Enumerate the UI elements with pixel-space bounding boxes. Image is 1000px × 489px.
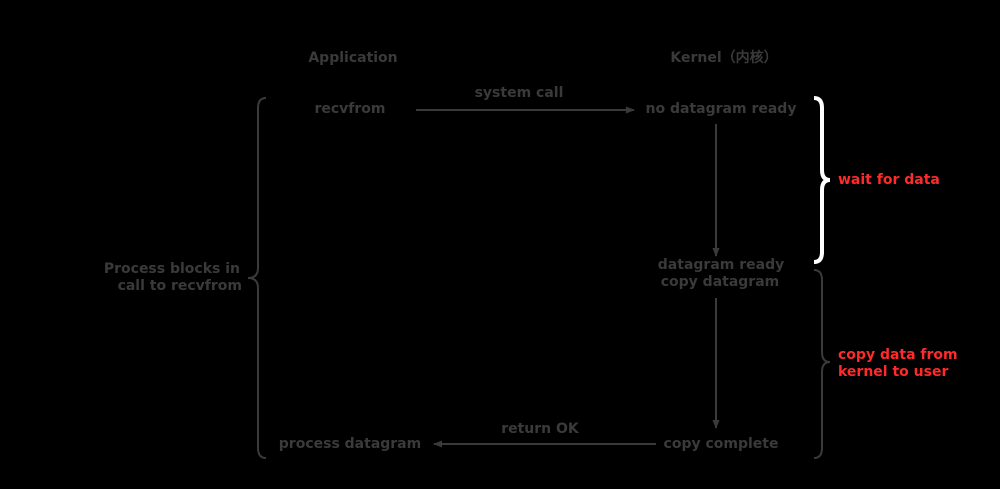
copy-complete-label: copy complete	[663, 436, 779, 452]
datagram-ready-label: datagram ready	[657, 257, 785, 273]
blocking-note-line1: Process blocks in	[103, 261, 240, 277]
copy-data-line1: copy data from	[838, 347, 958, 363]
copy-brace	[813, 269, 831, 459]
copy-data-line2: kernel to user	[838, 364, 949, 380]
kernel-header: Kernel（内核）	[670, 50, 778, 66]
application-header: Application	[308, 50, 398, 66]
no-datagram-ready-label: no datagram ready	[645, 101, 797, 117]
recvfrom-label: recvfrom	[314, 101, 386, 117]
system-call-label: system call	[474, 85, 564, 101]
wait-for-data-label: wait for data	[838, 172, 940, 188]
blocking-brace	[247, 97, 267, 459]
copy-datagram-label: copy datagram	[660, 274, 780, 290]
blocking-note-line2: call to recvfrom	[117, 278, 242, 294]
return-ok-label: return OK	[501, 421, 579, 437]
process-datagram-label: process datagram	[278, 436, 422, 452]
wait-brace	[813, 96, 831, 264]
